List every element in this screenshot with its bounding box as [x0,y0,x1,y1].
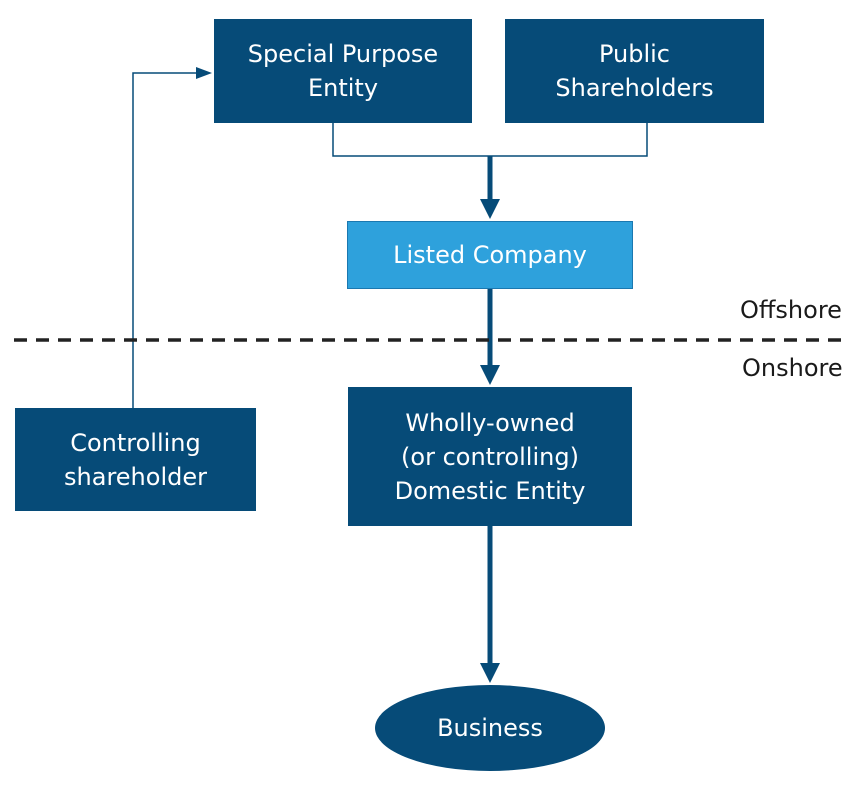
public-shareholders-label: Public Shareholders [555,40,714,102]
listed-company-label: Listed Company [393,241,587,269]
business-box: Business [375,685,605,771]
offshore-label: Offshore [740,296,842,324]
business-label: Business [437,714,543,742]
arrowhead-business [480,663,500,683]
public-shareholders-box: Public Shareholders [505,19,764,123]
arrowhead-domestic-entity [480,365,500,385]
special-purpose-entity-box: Special Purpose Entity [214,19,472,123]
arrowhead-spe [196,67,212,79]
controlling-shareholder-label: Controlling shareholder [64,428,207,491]
special-purpose-entity-label: Special Purpose Entity [247,40,439,102]
listed-company-box: Listed Company [347,221,633,289]
onshore-label: Onshore [742,354,843,382]
controlling-to-spe-connector [132,72,198,408]
business-ellipse [375,685,605,771]
merge-connector [332,123,648,157]
controlling-shareholder-box: Controlling shareholder [15,408,256,511]
domestic-entity-box: Wholly-owned (or controlling) Domestic E… [348,387,632,526]
arrowhead-listed-company [480,199,500,219]
domestic-entity-label: Wholly-owned (or controlling) Domestic E… [394,408,586,505]
